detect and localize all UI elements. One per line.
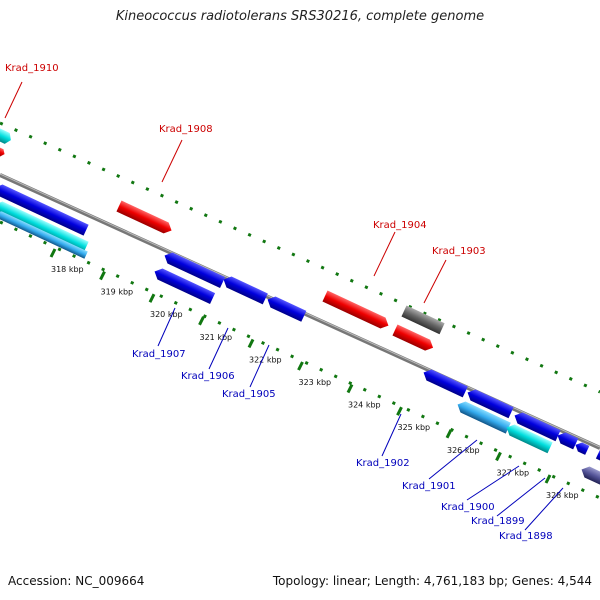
gene-red-edge[interactable] [0,144,6,158]
tick-label: 319 kbp [101,288,134,297]
leader-krad-1906 [208,327,229,370]
tick-mark [198,316,205,326]
tick-label: 327 kbp [497,468,530,477]
gene-krad-1902[interactable] [455,399,511,434]
tick-label: 328 kbp [546,491,579,500]
leader-krad-1898 [524,487,564,531]
tick-label: 323 kbp [299,378,332,387]
gene-krad-1904[interactable] [322,290,391,331]
tick-mark [99,270,106,281]
tick-label: 320 kbp [150,310,183,319]
tick-mark [247,338,255,349]
label-krad-1908[interactable]: Krad_1908 [159,124,213,135]
tick-label: 322 kbp [249,355,282,364]
gene-krad-1906[interactable] [221,274,268,305]
leader-krad-1907 [157,307,176,347]
tick-mark [495,451,502,462]
leader-krad-1905 [249,344,270,388]
genome-summary-text: Topology: linear; Length: 4,761,183 bp; … [272,574,592,588]
tick-label: 318 kbp [51,265,84,274]
map-title: Kineococcus radiotolerans SRS30216, comp… [115,9,485,24]
gene-krad-1905[interactable] [265,294,307,322]
leader-krad-1903 [423,259,447,304]
gene-blue-edge[interactable] [595,449,600,462]
gene-krad-1901[interactable] [465,387,514,419]
tick-label: 325 kbp [398,423,431,432]
label-krad-1902[interactable]: Krad_1902 [356,458,410,469]
leader-krad-1908 [161,139,183,183]
gene-krad-1898[interactable] [555,430,579,450]
gene-red-1904b[interactable] [392,324,435,354]
gene-krad-1900[interactable] [512,410,561,442]
label-krad-1907[interactable]: Krad_1907 [132,349,186,360]
tick-label: 326 kbp [447,446,480,455]
reverse-track-dashes [0,220,600,500]
gene-steel-left[interactable] [0,209,88,259]
label-krad-1904[interactable]: Krad_1904 [373,220,427,231]
gene-cyan-left[interactable] [0,199,89,253]
label-krad-1901[interactable]: Krad_1901 [402,481,456,492]
tick-mark [544,474,552,484]
gene-blue-1902a[interactable] [421,367,468,398]
tick-mark [346,383,354,394]
label-krad-1905[interactable]: Krad_1905 [222,389,276,400]
forward-track-dashes [0,121,600,394]
gene-blue-left-1[interactable] [0,182,89,236]
label-krad-1900[interactable]: Krad_1900 [441,502,495,513]
tick-label: 321 kbp [200,333,233,342]
label-krad-1903[interactable]: Krad_1903 [432,246,486,257]
label-krad-1910[interactable]: Krad_1910 [5,63,59,74]
leader-krad-1904 [373,231,396,277]
tick-mark [297,361,304,371]
leader-krad-1899 [496,477,546,517]
leader-krad-1900 [466,465,520,501]
leader-krad-1910 [4,81,23,119]
label-krad-1906[interactable]: Krad_1906 [181,371,235,382]
tick-label: 324 kbp [348,401,381,410]
gene-purple-edge[interactable] [579,464,600,486]
tick-mark [445,429,453,439]
kbp-ticks: 318 kbp 319 kbp 320 kbp 321 kbp 322 kbp 323 k… [49,248,579,500]
tick-mark [396,406,403,416]
gene-krad-1908[interactable] [116,200,174,236]
gene-krad-1907[interactable] [152,266,216,304]
accession-text: Accession: NC_009664 [8,574,145,588]
leader-krad-1902 [381,413,402,457]
tick-mark [148,293,156,303]
gene-krad-1899[interactable] [504,422,553,454]
gene-krad-1907-a[interactable] [162,250,226,288]
label-krad-1898[interactable]: Krad_1898 [499,531,553,542]
tick-mark [49,248,57,258]
label-krad-1899[interactable]: Krad_1899 [471,516,525,527]
gene-blue-small[interactable] [573,440,590,455]
gene-krad-1903[interactable] [401,305,445,335]
gene-krad-1910[interactable] [0,121,13,145]
leader-krad-1901 [428,439,478,480]
